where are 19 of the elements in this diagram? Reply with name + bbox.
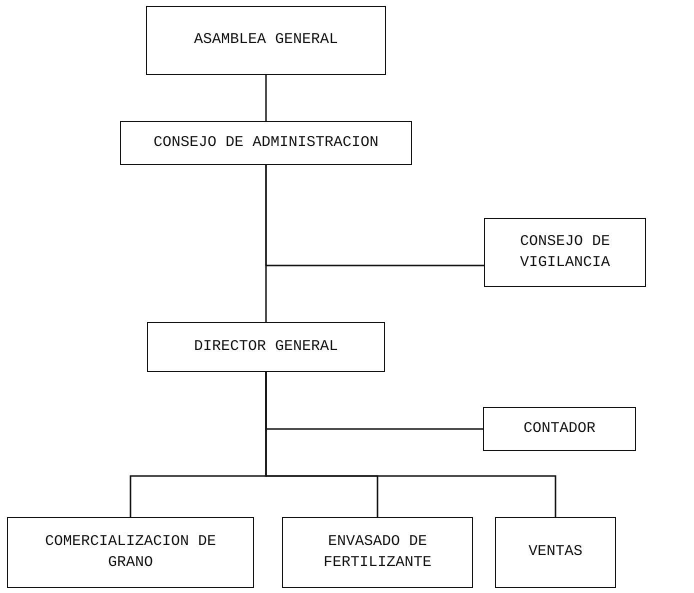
connector-line xyxy=(265,165,267,322)
connector-line xyxy=(265,75,267,121)
org-box xyxy=(120,121,412,165)
box-label: ENVASADO DE FERTILIZANTE xyxy=(322,532,433,572)
org-box xyxy=(495,517,616,588)
connector-line xyxy=(265,372,556,517)
box-label: VENTAS xyxy=(528,542,582,562)
org-box xyxy=(146,6,386,75)
org-box xyxy=(7,517,254,588)
box-label: ASAMBLEA GENERAL xyxy=(194,30,338,50)
box-label: CONSEJO DE ADMINISTRACION xyxy=(153,132,379,153)
org-box xyxy=(484,218,646,287)
box-label: CONTADOR xyxy=(523,418,596,439)
org-box xyxy=(147,322,385,372)
box-label: COMERCIALIZACION DE GRANO xyxy=(44,532,218,572)
org-box xyxy=(483,407,636,451)
box-label: CONSEJO DE VIGILANCIA xyxy=(518,232,611,272)
org-box xyxy=(282,517,473,588)
box-label: DIRECTOR GENERAL xyxy=(194,336,338,357)
